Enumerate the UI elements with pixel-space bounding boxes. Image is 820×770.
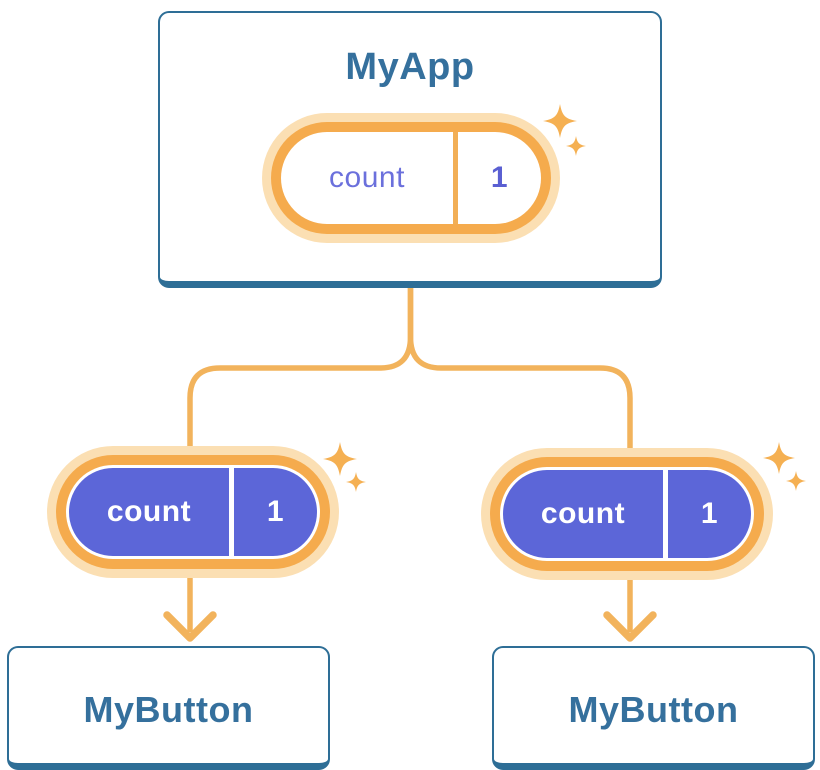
arrowhead-down-left-icon	[163, 611, 217, 642]
prop-pill-left-divider	[229, 468, 234, 556]
sparkle-large-right-icon	[763, 442, 795, 474]
prop-pill-left: count 1	[47, 446, 339, 578]
prop-pill-right: count 1	[481, 448, 773, 580]
state-pill-value: 1	[490, 161, 509, 194]
prop-pill-right-label: count	[540, 497, 626, 530]
prop-pill-left-value: 1	[266, 495, 285, 528]
prop-pill-left-label: count	[106, 495, 192, 528]
state-pill-label: count	[329, 161, 405, 194]
state-pill-ring: count 1	[271, 122, 551, 234]
arrowhead-down-right-icon	[603, 611, 657, 642]
mybutton-left-title: MyButton	[83, 688, 254, 730]
state-pill-label-segment: count	[281, 132, 453, 224]
state-pill-value-segment: 1	[458, 132, 541, 224]
prop-pill-right-divider	[663, 470, 668, 558]
sparkle-large-left-icon	[323, 442, 357, 476]
state-pill: count 1	[262, 113, 560, 243]
sparkle-small-right-icon	[786, 471, 806, 491]
mybutton-card-left: MyButton	[7, 646, 330, 770]
prop-pill-left-ring: count 1	[56, 455, 330, 569]
mybutton-right-title: MyButton	[568, 688, 739, 730]
prop-pill-right-label-segment: count	[503, 470, 663, 558]
prop-pill-left-value-segment: 1	[234, 468, 317, 556]
myapp-title: MyApp	[345, 46, 475, 88]
prop-pill-right-value-segment: 1	[668, 470, 751, 558]
sparkle-small-left-icon	[346, 472, 366, 492]
state-pill-divider	[453, 132, 458, 224]
prop-pill-left-label-segment: count	[69, 468, 229, 556]
prop-pill-right-ring: count 1	[490, 457, 764, 571]
prop-pill-right-value: 1	[700, 497, 719, 530]
mybutton-card-right: MyButton	[492, 646, 815, 770]
